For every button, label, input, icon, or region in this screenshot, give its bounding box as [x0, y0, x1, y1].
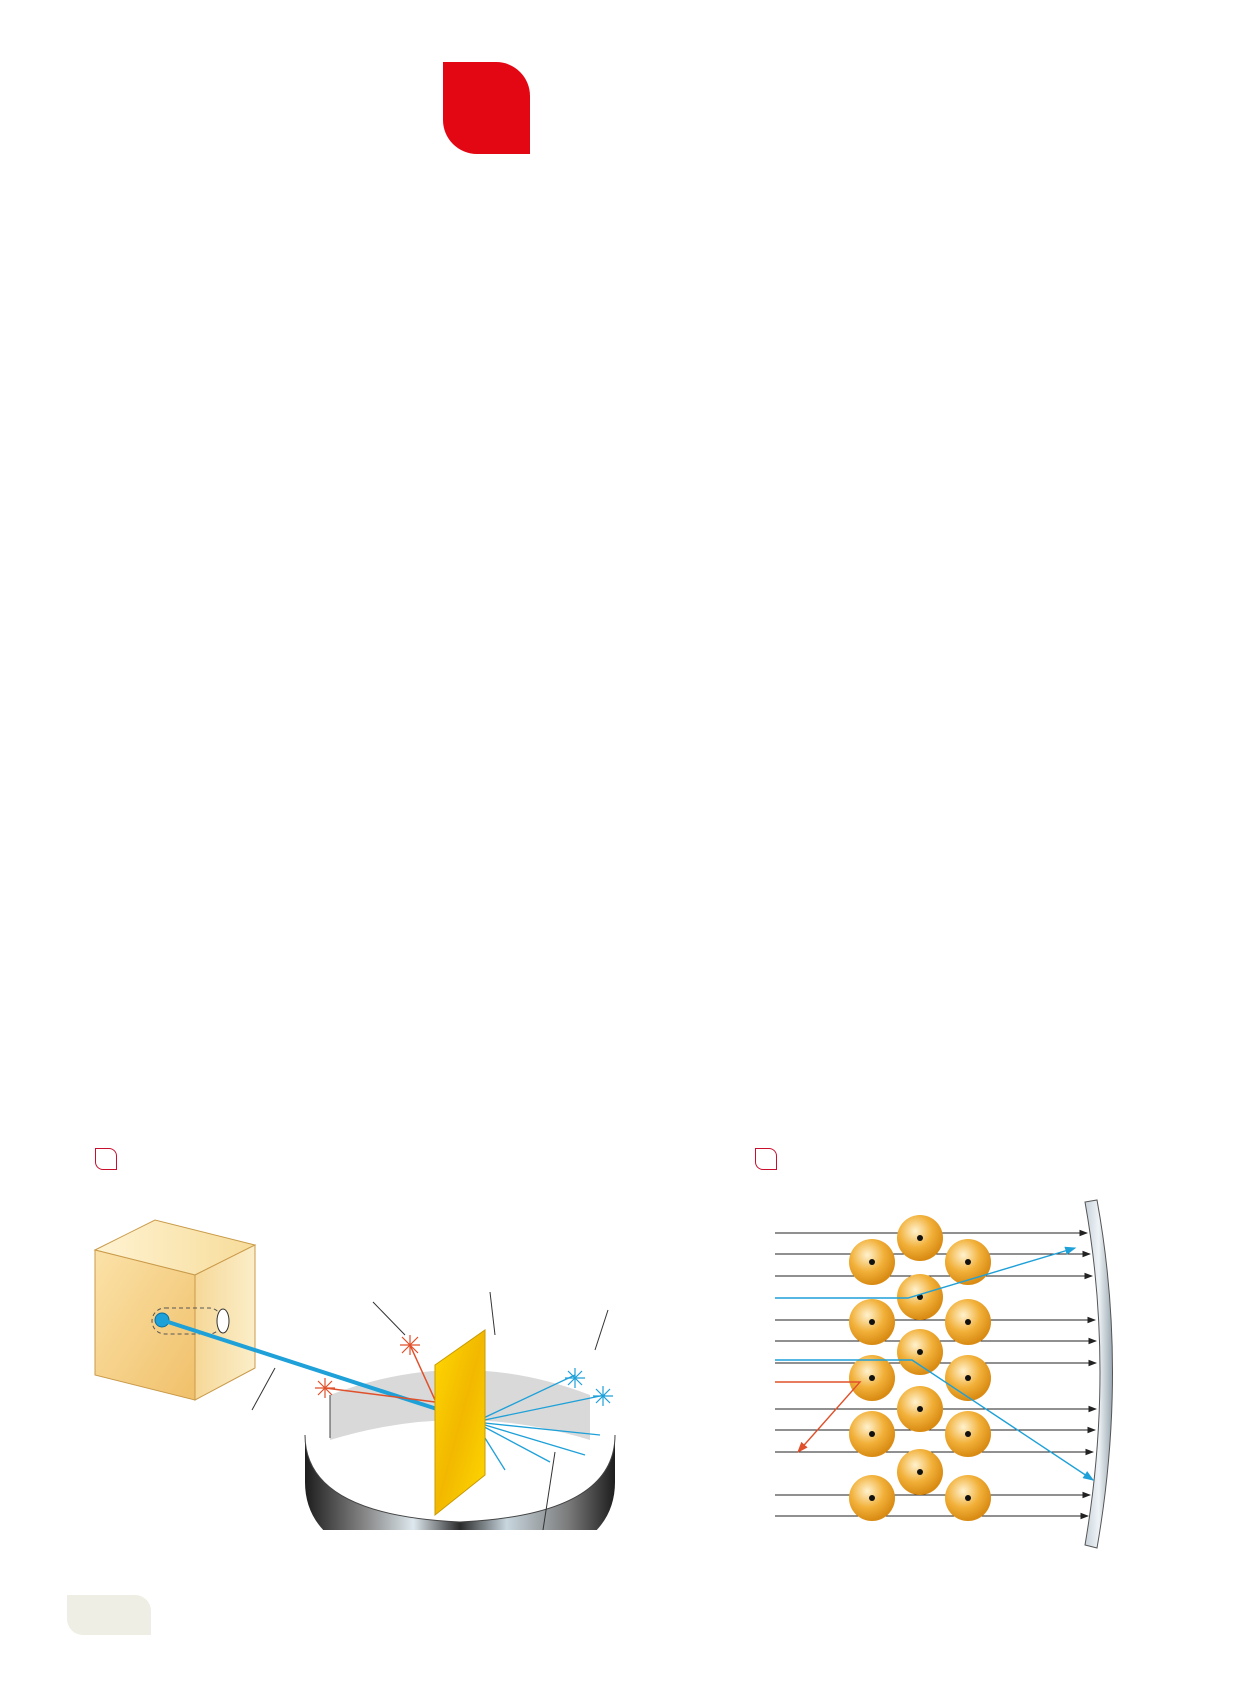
label-leader-lines: [251, 1291, 609, 1530]
deflected-paths-red: [324, 1344, 436, 1403]
gold-foil: [434, 1329, 486, 1517]
gold-atoms: [849, 1215, 991, 1521]
chapter-tab: [443, 62, 530, 154]
atom: [849, 1355, 895, 1401]
radioactive-source-box: [93, 1219, 257, 1401]
atom: [945, 1475, 991, 1521]
scintillation-flash-red: [315, 1335, 420, 1398]
atom: [945, 1299, 991, 1345]
atom: [897, 1215, 943, 1261]
atom: [849, 1411, 895, 1457]
atom: [897, 1386, 943, 1432]
atom: [897, 1329, 943, 1375]
figure-b-marker: [755, 1148, 777, 1170]
slightly-deflected-paths: [775, 1246, 1095, 1481]
page-number-tab: [67, 1595, 151, 1635]
atom: [849, 1475, 895, 1521]
atom: [945, 1355, 991, 1401]
atom: [849, 1299, 895, 1345]
atom: [849, 1239, 895, 1285]
atomic-scattering-diagram: [775, 1199, 1113, 1549]
atom: [945, 1239, 991, 1285]
figure-a-marker: [95, 1148, 117, 1170]
gold-foil-apparatus-diagram: [93, 1219, 616, 1530]
atom: [897, 1449, 943, 1495]
atom: [945, 1411, 991, 1457]
scintillation-flash-blue: [565, 1368, 613, 1406]
atom: [897, 1274, 943, 1320]
detector-screen: [1084, 1199, 1113, 1549]
fluorescent-screen-ring: [304, 1395, 616, 1530]
back-scattered-path: [775, 1381, 862, 1454]
alpha-beam: [161, 1318, 441, 1412]
